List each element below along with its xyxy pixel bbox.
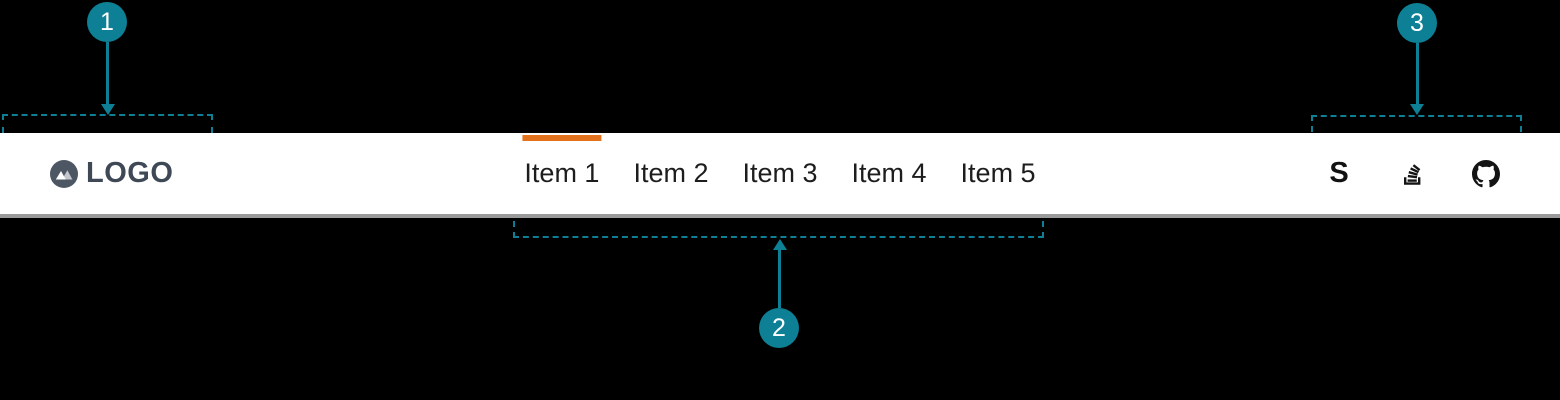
callout-arrow-line-2 xyxy=(778,249,781,308)
callout-arrow-line-3 xyxy=(1416,43,1419,104)
callout-badge-2: 2 xyxy=(759,308,799,348)
nav-item-2[interactable]: Item 2 xyxy=(633,133,708,214)
nav-item-label: Item 5 xyxy=(960,158,1036,188)
mountain-logo-icon xyxy=(50,159,78,188)
callout-badge-1: 1 xyxy=(87,2,127,42)
nav-item-label: Item 3 xyxy=(742,158,818,188)
nav-item-4[interactable]: Item 4 xyxy=(852,133,927,214)
callout-number: 1 xyxy=(100,7,114,36)
nav-item-5[interactable]: Item 5 xyxy=(961,133,1036,214)
logo[interactable]: LOGO xyxy=(50,133,173,214)
logo-text: LOGO xyxy=(86,157,174,189)
callout-number: 2 xyxy=(772,313,786,342)
main-nav: Item 1 Item 2 Item 3 Item 4 Item 5 xyxy=(522,133,1036,214)
callout-arrowhead-3 xyxy=(1410,104,1424,115)
callout-arrowhead-1 xyxy=(101,104,115,115)
github-icon[interactable] xyxy=(1472,159,1500,188)
nav-item-1[interactable]: Item 1 xyxy=(522,133,602,214)
nav-items-region-box xyxy=(513,221,1044,238)
callout-arrowhead-2 xyxy=(773,239,787,250)
nav-item-label: Item 2 xyxy=(633,158,709,188)
callout-number: 3 xyxy=(1410,8,1424,37)
callout-badge-3: 3 xyxy=(1397,3,1437,43)
stack-exchange-icon[interactable]: S xyxy=(1329,157,1349,189)
active-indicator xyxy=(522,135,602,141)
nav-item-label: Item 4 xyxy=(851,158,927,188)
social-icons-region-box xyxy=(1311,115,1522,132)
stack-overflow-icon[interactable] xyxy=(1398,160,1426,188)
nav-item-label: Item 1 xyxy=(524,158,600,188)
logo-region-box xyxy=(2,114,213,133)
callout-arrow-line-1 xyxy=(106,42,109,104)
nav-item-3[interactable]: Item 3 xyxy=(742,133,817,214)
navbar: LOGO Item 1 Item 2 Item 3 Item 4 Item 5 xyxy=(0,133,1560,218)
social-icons: S xyxy=(1326,133,1500,214)
